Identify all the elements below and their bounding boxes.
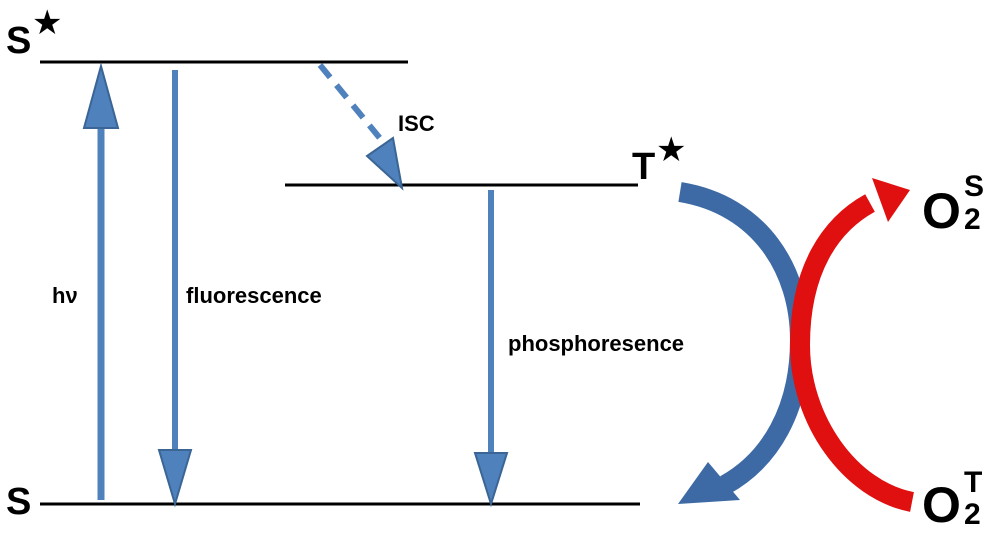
- singlet-excited-star-icon: ★: [32, 4, 63, 42]
- oxygen-triplet-subscript: 2: [964, 498, 981, 531]
- oxygen-excitation-arrow: [789, 178, 915, 512]
- ground-state-label: S: [6, 481, 32, 523]
- isc-label: ISC: [398, 111, 435, 136]
- oxygen-triplet-superscript: T: [964, 466, 983, 499]
- oxygen-triplet-symbol: O: [922, 477, 961, 533]
- phosphorescence-label: phosphoresence: [508, 331, 685, 356]
- oxygen-singlet-subscript: 2: [964, 203, 981, 236]
- fluorescence-label: fluorescence: [186, 283, 322, 308]
- oxygen-triplet-label: O T 2: [922, 468, 998, 534]
- fluorescence-arrow: [157, 70, 193, 508]
- oxygen-singlet-symbol: O: [922, 183, 961, 239]
- isc-arrow: [317, 63, 404, 191]
- energy-transfer-arrow: [678, 182, 811, 504]
- oxygen-singlet-label: O S 2: [922, 172, 998, 242]
- phosphorescence-arrow: [473, 190, 509, 508]
- absorption-arrow: [82, 62, 120, 500]
- singlet-excited-label: S: [6, 20, 32, 62]
- triplet-excited-star-icon: ★: [656, 131, 687, 169]
- absorption-label: hν: [52, 283, 78, 308]
- oxygen-singlet-superscript: S: [964, 170, 985, 203]
- triplet-excited-label: T: [632, 146, 656, 188]
